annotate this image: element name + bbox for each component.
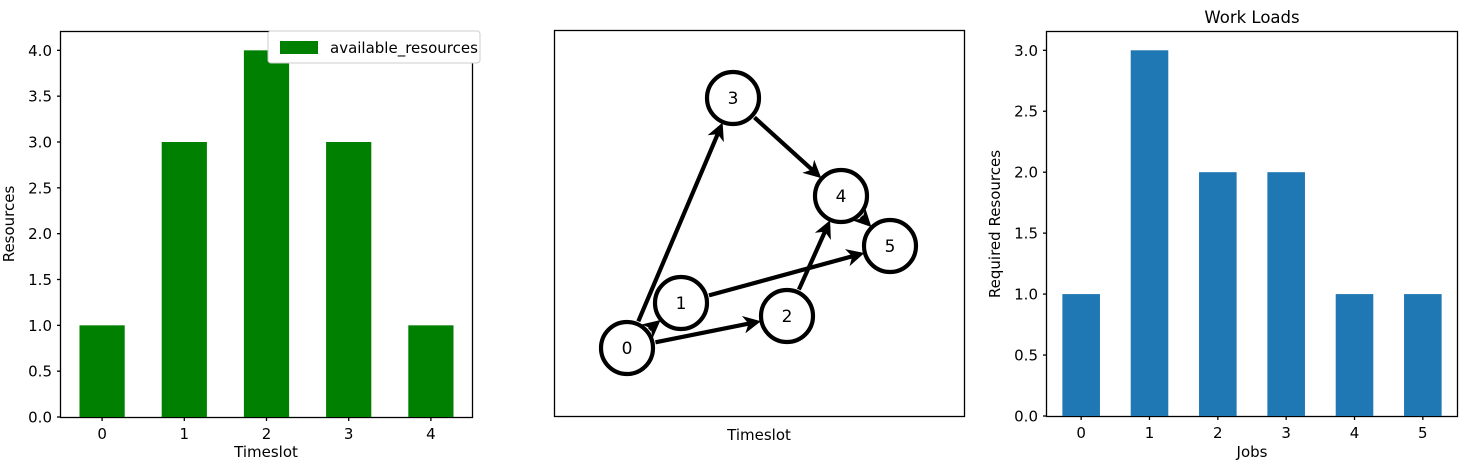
x-tick-label: 3 xyxy=(344,425,354,443)
y-tick-label: 1.0 xyxy=(1014,286,1038,304)
y-tick-label: 1.0 xyxy=(28,317,52,335)
left-legend[interactable]: available_resources xyxy=(267,30,481,64)
right-yaxis-label: Required Resources xyxy=(986,150,1004,298)
graph-edge-2-to-4 xyxy=(796,220,831,291)
node-label-5: 5 xyxy=(885,237,896,257)
bar-4 xyxy=(1335,294,1374,416)
node-label-0: 0 xyxy=(622,339,633,359)
x-tick-label: 2 xyxy=(262,425,272,443)
bar-4 xyxy=(408,325,454,417)
graph-node-0[interactable]: 0 xyxy=(598,319,656,377)
x-tick-label: 5 xyxy=(1418,424,1428,442)
right-x-axis-ticks: 0 1 2 3 4 5 xyxy=(1076,416,1428,442)
bar-0 xyxy=(1062,294,1100,416)
node-circle-4 xyxy=(812,167,870,225)
y-tick-label: 1.5 xyxy=(28,271,52,289)
graph-edge-0-to-3 xyxy=(636,122,724,323)
bar-1 xyxy=(1130,50,1169,416)
left-bar-chart-panel: 0.0 0.5 1.0 1.5 2.0 2.5 3.0 3.5 4.0 0 1 2 3 4 Timesl… xyxy=(0,0,500,470)
bar-2 xyxy=(1199,172,1237,416)
graph-node-1[interactable]: 1 xyxy=(652,274,710,332)
middle-xaxis-label: Timeslot xyxy=(726,426,791,444)
graph-edge-3-to-4 xyxy=(753,115,822,179)
x-tick-label: 2 xyxy=(1213,424,1223,442)
x-tick-label: 0 xyxy=(97,425,107,443)
y-tick-label: 2.5 xyxy=(1014,103,1038,121)
x-tick-label: 4 xyxy=(1350,424,1360,442)
x-tick-label: 4 xyxy=(426,425,436,443)
bar-3 xyxy=(1267,172,1305,416)
y-tick-label: 3.0 xyxy=(28,134,52,152)
right-y-axis-ticks: 0.0 0.5 1.0 1.5 2.0 2.5 3.0 xyxy=(1014,42,1047,426)
y-tick-label: 2.0 xyxy=(28,225,52,243)
y-tick-label: 3.5 xyxy=(28,88,52,106)
graph-node-3[interactable]: 3 xyxy=(704,69,762,127)
graph-edges-group xyxy=(636,115,872,345)
y-tick-label: 1.5 xyxy=(1014,225,1038,243)
graph-edge-0-to-1 xyxy=(641,320,661,339)
node-label-1: 1 xyxy=(676,294,687,314)
node-label-3: 3 xyxy=(728,89,739,109)
graph-edge-0-to-2 xyxy=(655,316,761,345)
y-tick-label: 3.0 xyxy=(1014,42,1038,60)
y-tick-label: 2.5 xyxy=(28,179,52,197)
node-circle-1 xyxy=(652,274,710,332)
x-tick-label: 1 xyxy=(1145,424,1155,442)
bar-2 xyxy=(243,50,290,417)
left-x-axis-ticks: 0 1 2 3 4 xyxy=(97,417,436,443)
y-tick-label: 0.5 xyxy=(28,363,52,381)
node-circle-0 xyxy=(598,319,656,377)
left-xaxis-label: Timeslot xyxy=(233,443,298,461)
node-circle-2 xyxy=(758,287,816,345)
node-label-4: 4 xyxy=(836,187,847,207)
x-tick-label: 3 xyxy=(1281,424,1291,442)
graph-node-2[interactable]: 2 xyxy=(758,287,816,345)
legend-entry-label: available_resources xyxy=(330,39,478,58)
y-tick-label: 4.0 xyxy=(28,42,52,60)
left-chart-svg: 0.0 0.5 1.0 1.5 2.0 2.5 3.0 3.5 4.0 0 1 2 3 4 Timesl… xyxy=(0,30,481,461)
middle-graph-svg: 0 1 2 3 4 5 Timeslot xyxy=(553,29,966,444)
y-tick-label: 2.0 xyxy=(1014,164,1038,182)
node-circle-3 xyxy=(704,69,762,127)
legend-swatch-icon xyxy=(280,41,318,54)
x-tick-label: 0 xyxy=(1076,424,1086,442)
y-tick-label: 0.0 xyxy=(1014,408,1038,426)
right-xaxis-label: Jobs xyxy=(1236,443,1268,461)
middle-axes-frame xyxy=(553,29,966,418)
right-bars-group xyxy=(1062,50,1442,416)
left-y-axis-ticks: 0.0 0.5 1.0 1.5 2.0 2.5 3.0 3.5 4.0 xyxy=(28,42,61,427)
graph-edge-1-to-5 xyxy=(708,249,865,298)
right-chart-title: Work Loads xyxy=(1204,8,1299,27)
y-tick-label: 0.5 xyxy=(1014,347,1038,365)
bar-0 xyxy=(79,325,125,417)
bar-5 xyxy=(1404,294,1442,416)
left-bars-group xyxy=(79,50,454,417)
node-label-2: 2 xyxy=(782,307,793,327)
bar-1 xyxy=(161,142,207,417)
graph-nodes-group: 0 1 2 3 4 5 xyxy=(598,69,919,377)
middle-graph-panel: 0 1 2 3 4 5 Timeslot xyxy=(500,0,990,470)
right-axes-frame xyxy=(1045,30,1459,418)
left-yaxis-label: Resources xyxy=(0,186,18,263)
graph-node-5[interactable]: 5 xyxy=(861,217,919,275)
legend-background xyxy=(267,30,481,64)
graph-edge-4-to-5 xyxy=(852,208,872,228)
bar-3 xyxy=(326,142,372,417)
node-circle-5 xyxy=(861,217,919,275)
y-tick-label: 0.0 xyxy=(28,409,52,427)
graph-node-4[interactable]: 4 xyxy=(812,167,870,225)
x-tick-label: 1 xyxy=(180,425,190,443)
